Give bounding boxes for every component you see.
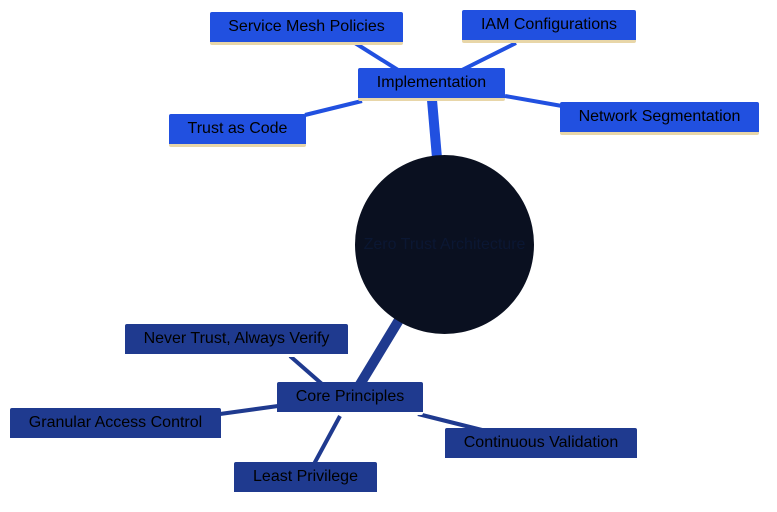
leaf-label: Granular Access Control xyxy=(28,414,203,431)
leaf-label: Never Trust, Always Verify xyxy=(143,330,330,347)
leaf-node-never-trust-always-verify[interactable]: Never Trust, Always Verify xyxy=(125,324,348,357)
link-core-never-trust xyxy=(288,354,324,386)
leaf-node-trust-as-code[interactable]: Trust as Code xyxy=(169,114,306,147)
leaf-label: IAM Configurations xyxy=(480,16,618,33)
leaf-node-least-privilege[interactable]: Least Privilege xyxy=(234,462,377,495)
branch-node-core-principles[interactable]: Core Principles xyxy=(277,382,423,415)
link-center-core xyxy=(354,317,404,389)
leaf-node-granular-access-control[interactable]: Granular Access Control xyxy=(10,408,221,441)
leaf-label: Least Privilege xyxy=(253,468,358,485)
leaf-node-continuous-validation[interactable]: Continuous Validation xyxy=(445,428,637,461)
link-core-least-priv xyxy=(312,415,342,465)
link-implementation-service-mesh xyxy=(353,41,400,72)
link-implementation-iam xyxy=(461,41,517,72)
leaf-label: Network Segmentation xyxy=(578,108,741,125)
center-node[interactable]: Zero Trust Architecture xyxy=(355,155,534,334)
leaf-node-iam-configurations[interactable]: IAM Configurations xyxy=(462,10,636,43)
leaf-node-network-segmentation[interactable]: Network Segmentation xyxy=(560,102,759,135)
link-implementation-trust-as-code xyxy=(304,99,363,117)
leaf-label: Continuous Validation xyxy=(463,434,619,451)
leaf-label: Service Mesh Policies xyxy=(228,18,385,35)
branch-node-implementation[interactable]: Implementation xyxy=(358,68,505,101)
center-node-label: Zero Trust Architecture xyxy=(363,235,526,253)
leaf-node-service-mesh-policies[interactable]: Service Mesh Policies xyxy=(210,12,403,45)
branch-label: Implementation xyxy=(376,74,487,91)
leaf-label: Trust as Code xyxy=(187,120,288,137)
link-core-granular xyxy=(219,404,279,416)
link-core-continuous xyxy=(417,412,483,432)
branch-label: Core Principles xyxy=(295,388,405,405)
link-implementation-network-seg xyxy=(504,94,563,108)
link-center-implementation xyxy=(427,99,442,159)
